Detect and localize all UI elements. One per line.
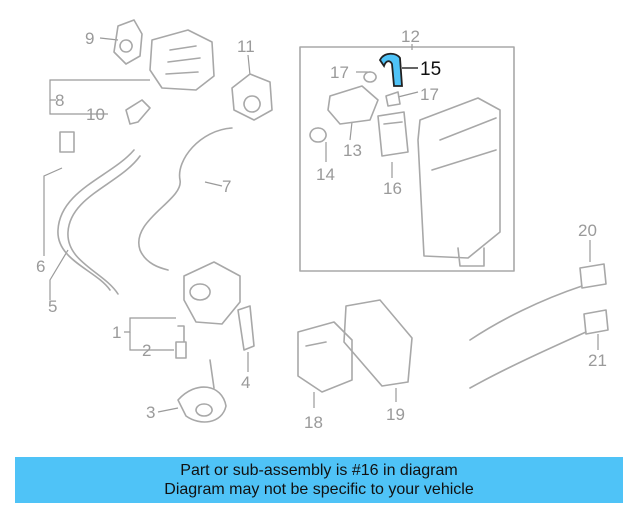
assembly-12-box [299, 46, 515, 272]
leader-lines [43, 37, 599, 413]
part-5-hose [67, 155, 141, 295]
callout-20: 20 [578, 221, 597, 240]
part-21-sensor [469, 309, 609, 389]
part-4-bracket [237, 305, 255, 351]
info-banner: Part or sub-assembly is #16 in diagram D… [15, 457, 623, 503]
callout-7: 7 [222, 177, 232, 196]
callout-11: 11 [237, 37, 255, 56]
part-20-sensor [469, 263, 607, 341]
callout-17b: 17 [420, 85, 439, 104]
part-18-module [297, 321, 353, 393]
callout-14: 14 [316, 165, 335, 184]
part-17-clamp-b [385, 91, 401, 107]
part-13-valve [327, 85, 379, 125]
diagram-drawing [43, 19, 609, 423]
callout-5: 5 [48, 297, 58, 316]
part-1-pump [183, 261, 241, 325]
part-12-canister [417, 97, 501, 267]
callout-15: 16 [383, 179, 402, 198]
callout-16-highlighted: 15 [420, 59, 442, 80]
callout-13: 13 [343, 141, 362, 160]
callout-6: 6 [36, 257, 46, 276]
banner-line-2: Diagram may not be specific to your vehi… [164, 481, 474, 498]
part-17-clamp-a [363, 71, 377, 83]
part-3-bracket [177, 359, 227, 423]
part-7-hose [137, 127, 233, 271]
part-10-sensor [125, 99, 151, 125]
callout-10: 10 [86, 105, 105, 124]
part-15-valve [377, 111, 409, 157]
callout-9: 9 [85, 29, 95, 48]
callout-2: 2 [142, 341, 152, 360]
callout-19: 19 [386, 405, 405, 424]
callout-8: 8 [55, 91, 65, 110]
part-6-hose [57, 149, 135, 291]
callout-12: 12 [401, 27, 420, 46]
part-19-module [343, 299, 413, 387]
part-9-gasket [113, 19, 143, 65]
part-16-hose-highlighted [378, 52, 403, 87]
callout-4: 4 [241, 373, 251, 392]
part-14-seal [309, 127, 327, 143]
callout-21: 21 [588, 351, 607, 370]
callout-1: 1 [112, 323, 122, 342]
banner-line-1: Part or sub-assembly is #16 in diagram [180, 462, 458, 479]
callout-17a: 17 [330, 63, 349, 82]
part-8-egr-valve [149, 29, 215, 91]
callout-3: 3 [146, 403, 156, 422]
part-11-flange [231, 73, 273, 121]
parts-diagram: 9 11 8 10 12 17 15 17 13 14 16 7 6 5 1 2… [36, 19, 609, 432]
callout-18: 18 [304, 413, 323, 432]
part-2-bolt [175, 325, 187, 359]
part-6-clip [59, 131, 75, 153]
